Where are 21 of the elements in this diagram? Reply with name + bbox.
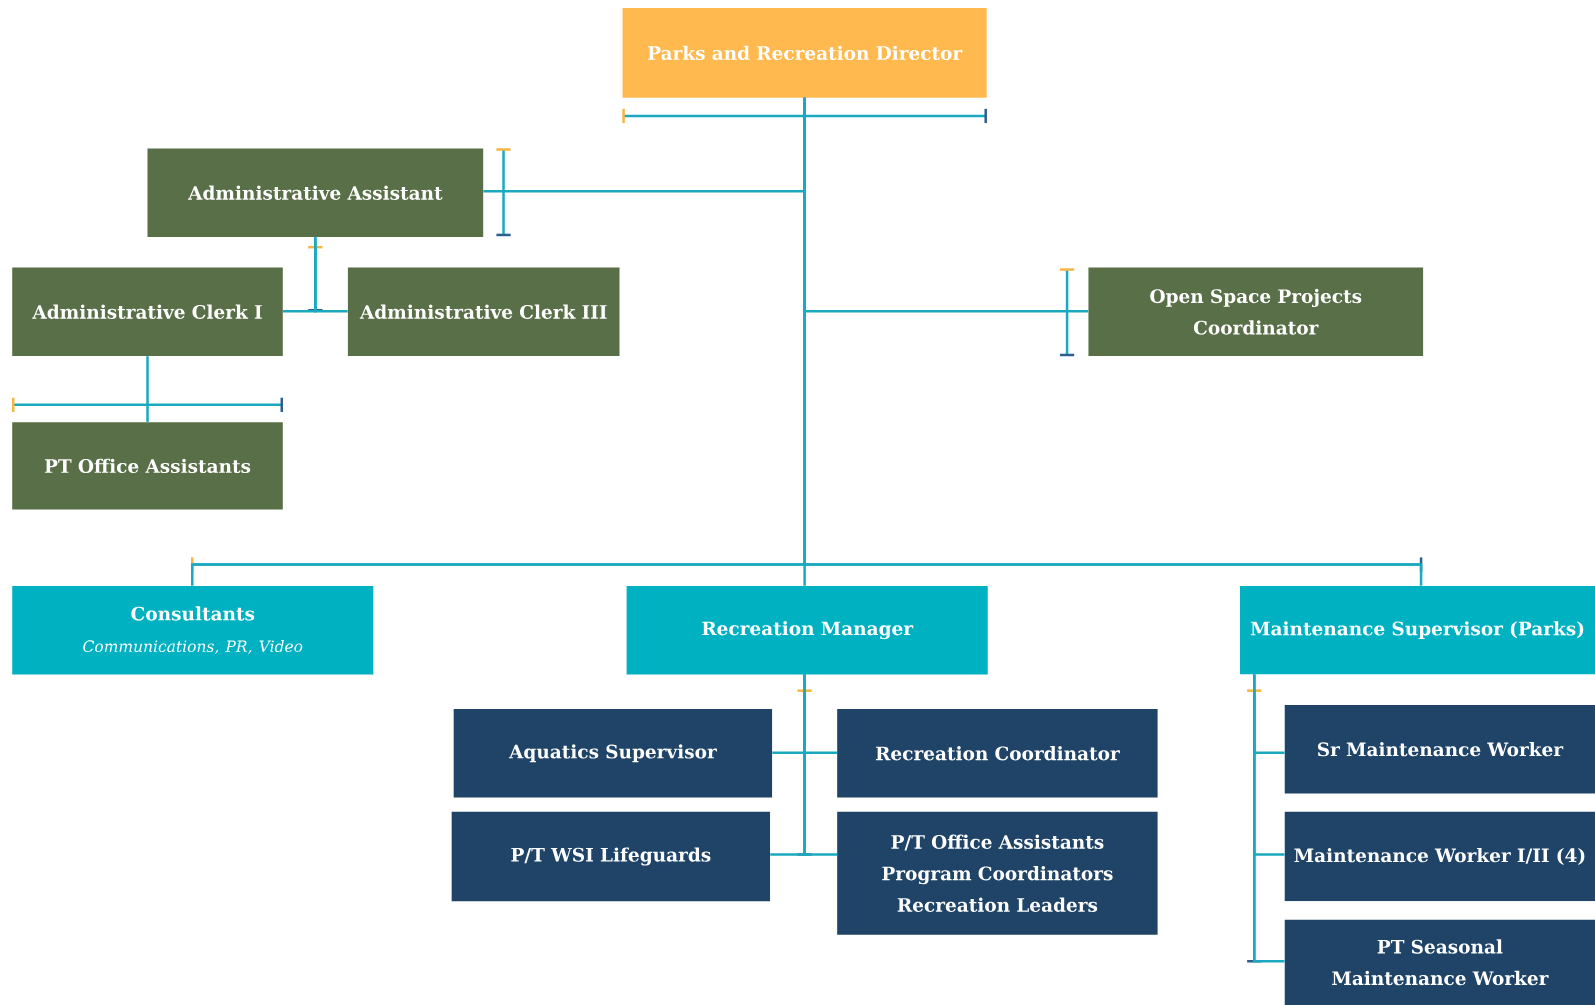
org-box: Administrative Assistant — [147, 148, 484, 237]
org-box: PT Seasonal Maintenance Worker — [1284, 919, 1595, 1005]
org-box: Administrative Clerk I — [12, 267, 283, 356]
org-box: Recreation Coordinator — [837, 709, 1158, 798]
org-box: Sr Maintenance Worker — [1284, 704, 1595, 794]
org-box: Parks and Recreation Director — [622, 8, 987, 98]
org-box: Administrative Clerk III — [347, 267, 620, 356]
connector-line — [803, 674, 837, 856]
org-box: P/T Office Assistants Program Coordinators Recreation Leaders — [837, 811, 1158, 935]
org-box: Recreation Manager — [626, 585, 988, 675]
connector-line — [1253, 674, 1285, 963]
org-box: PT Office Assistants — [12, 422, 283, 510]
org-box: Consultants Communications, PR, Video — [12, 585, 374, 675]
org-box: Open Space Projects Coordinator — [1088, 267, 1424, 356]
connector-line — [803, 97, 1423, 586]
connector-line — [146, 356, 149, 422]
org-box: Maintenance Worker I/II (4) — [1284, 811, 1595, 902]
org-box: Aquatics Supervisor — [453, 709, 773, 798]
org-box: P/T WSI Lifeguards — [451, 811, 771, 902]
connector-line — [314, 237, 348, 313]
org-box: Maintenance Supervisor (Parks) — [1240, 585, 1595, 675]
